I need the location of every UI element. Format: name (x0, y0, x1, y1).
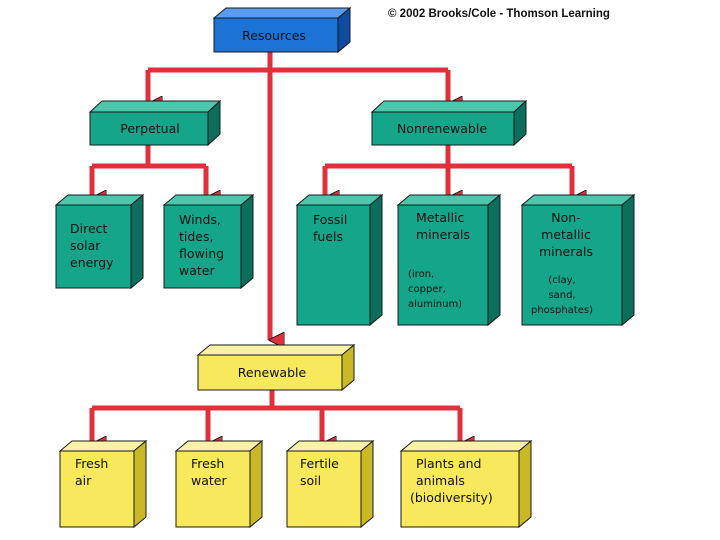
metallic-line: minerals (416, 227, 470, 242)
plants-animals-box: Plants and animals (biodiversity) (399, 439, 533, 529)
metallic-minerals-box: Metallic minerals (iron, copper, aluminum) (396, 193, 502, 327)
renewable-label: Renewable (238, 365, 307, 380)
nonmetallic-line: Non- (551, 210, 580, 225)
resources-label: Resources (242, 28, 306, 43)
metallic-example: (iron, (408, 269, 434, 280)
resources-box: Resources (212, 6, 352, 54)
fresh-air-line: Fresh (75, 456, 108, 471)
perpetual-box: Perpetual (88, 99, 222, 147)
fresh-water-line: Fresh (191, 456, 224, 471)
direct-solar-line: Direct (70, 221, 108, 236)
connectors (89, 50, 572, 444)
winds-tides-water-box: Winds, tides, flowing water (162, 193, 255, 290)
plants-animals-line: animals (416, 473, 465, 488)
metallic-line: Metallic (416, 210, 464, 225)
nonrenewable-label: Nonrenewable (397, 121, 487, 136)
direct-solar-energy-box: Direct solar energy (54, 193, 145, 290)
nonrenewable-box: Nonrenewable (370, 99, 528, 147)
perpetual-label: Perpetual (120, 121, 180, 136)
svg-text:(clay,sand,phosphates): (clay, sand, phosphates) (531, 275, 593, 316)
fertile-soil-line: Fertile (300, 456, 339, 471)
fossil-fuels-line: Fossil (313, 212, 347, 227)
nonmetallic-minerals-box: Non-metallic minerals (clay, sand, phosphat… (520, 193, 636, 327)
nonmetallic-line: minerals (539, 244, 593, 259)
metallic-example: copper, (408, 284, 446, 295)
direct-solar-line: energy (70, 255, 114, 270)
fossil-fuels-box: Fossil fuels (295, 193, 384, 327)
winds-line: flowing (179, 246, 224, 261)
fresh-water-box: Fresh water (174, 439, 264, 529)
nonmetallic-example: phosphates) (531, 305, 593, 316)
direct-solar-line: solar (70, 238, 101, 253)
fresh-air-line: air (75, 473, 92, 488)
copyright-credit: © 2002 Brooks/Cole - Thomson Learning (388, 8, 610, 20)
winds-line: water (179, 263, 215, 278)
fertile-soil-box: Fertile soil (285, 439, 375, 529)
winds-line: Winds, (179, 212, 221, 227)
fertile-soil-line: soil (300, 473, 321, 488)
nonmetallic-line: metallic (541, 227, 591, 242)
plants-animals-line: (biodiversity) (410, 490, 493, 505)
plants-animals-line: Plants and (416, 456, 482, 471)
fresh-air-box: Fresh air (58, 439, 148, 529)
fresh-water-line: water (191, 473, 227, 488)
fossil-fuels-line: fuels (313, 229, 343, 244)
nonmetallic-example: sand, (548, 290, 575, 301)
nonmetallic-example: (clay, (548, 275, 575, 286)
svg-text:(iron,copper,aluminum): (iron, copper, aluminum) (408, 269, 462, 310)
winds-line: tides, (179, 229, 214, 244)
renewable-box: Renewable (196, 343, 356, 392)
metallic-example: aluminum) (408, 299, 462, 310)
